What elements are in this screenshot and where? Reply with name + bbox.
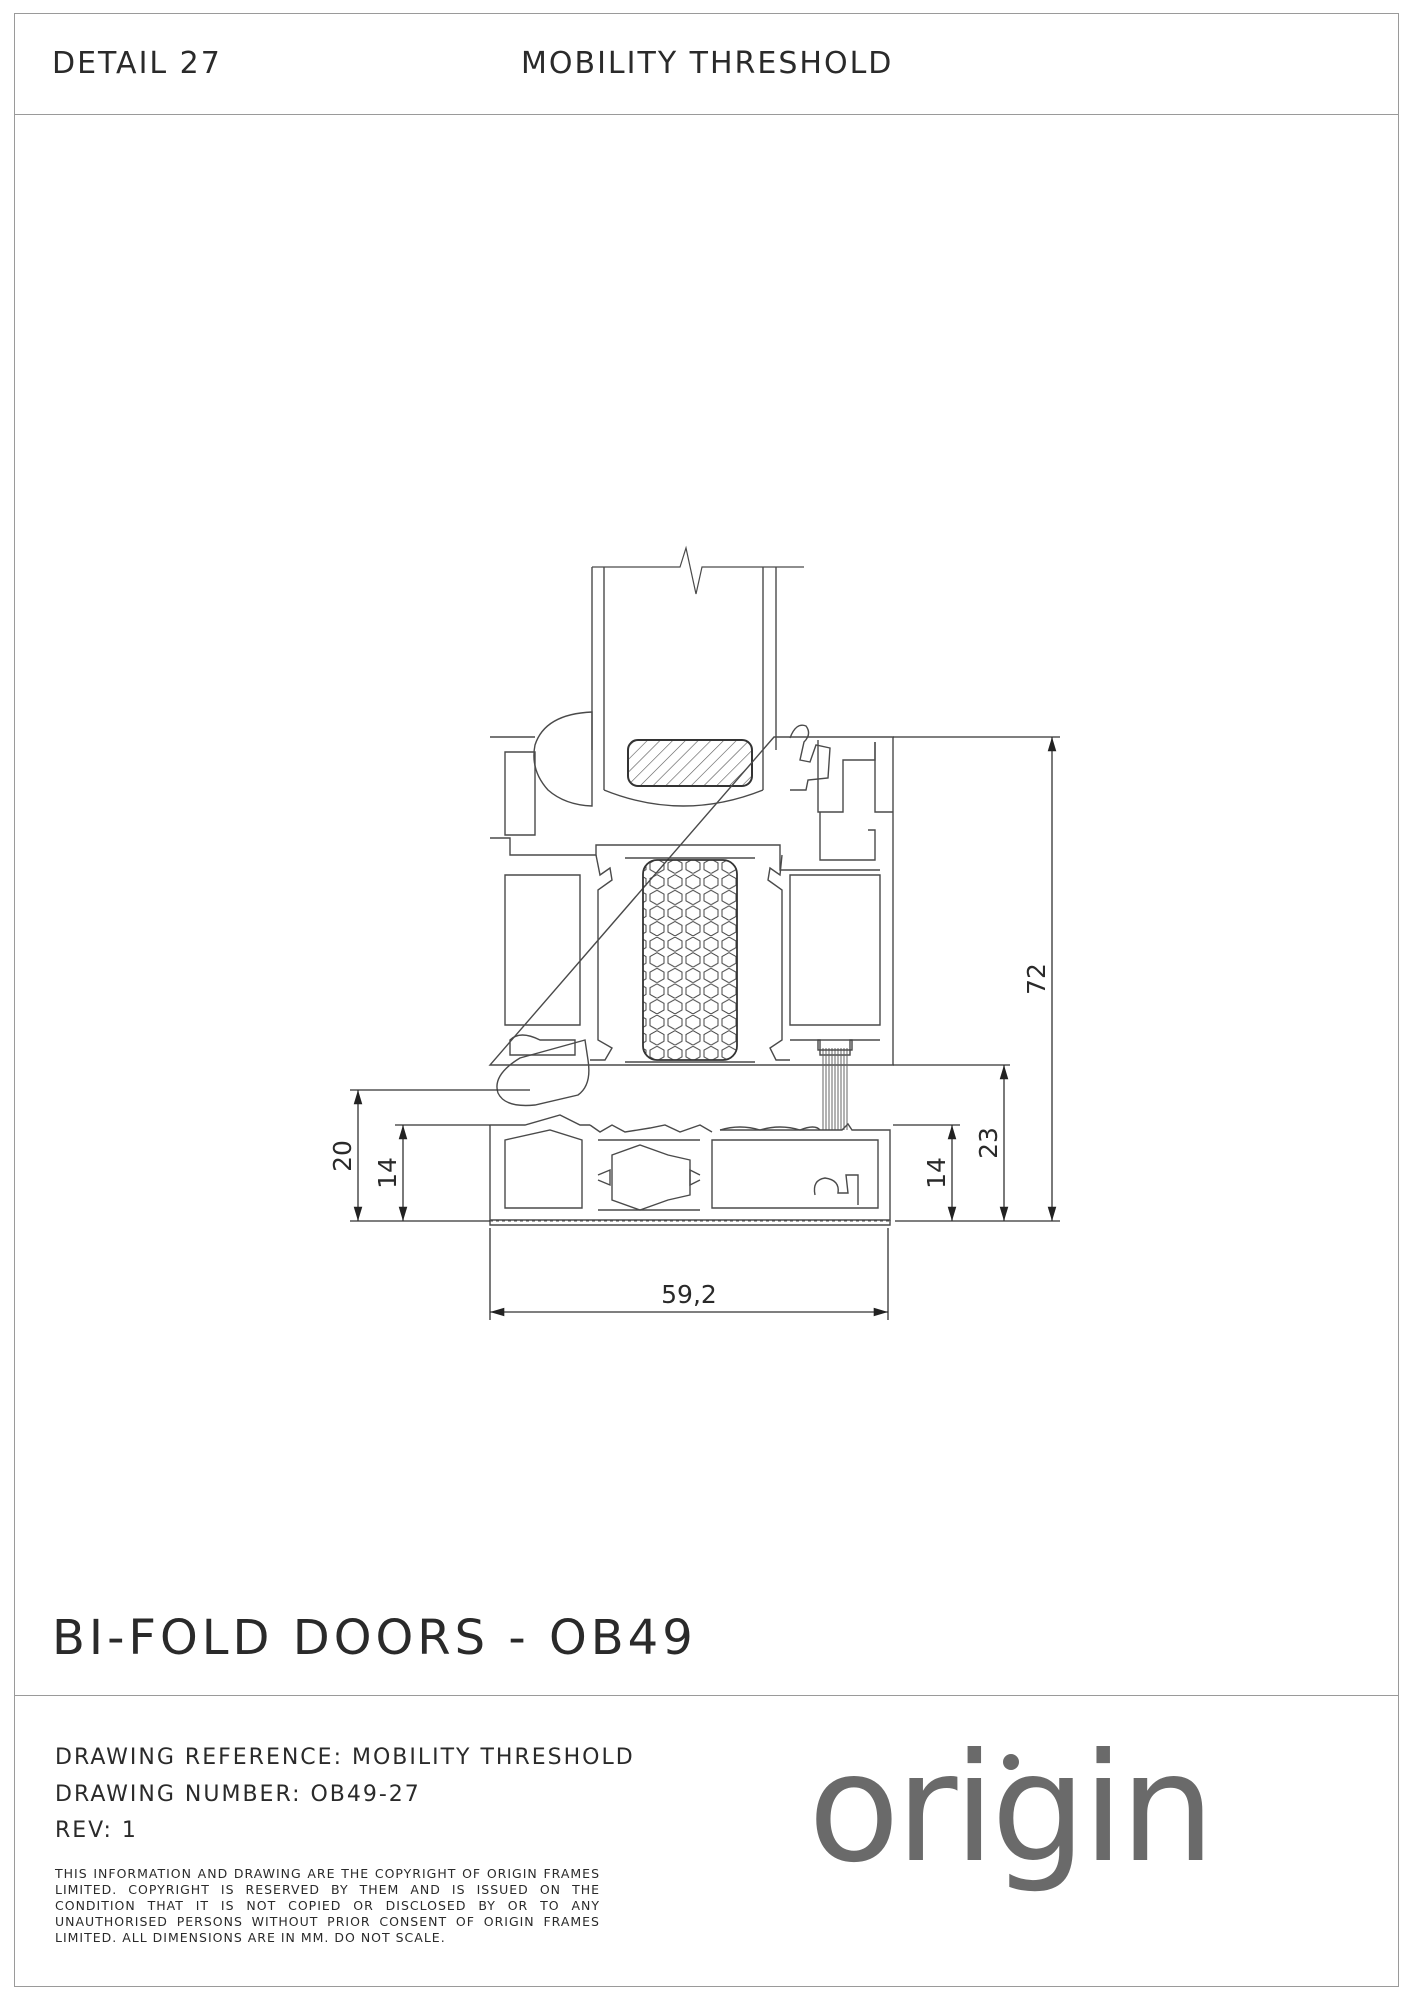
dim-right-inner: 14 bbox=[922, 1157, 951, 1189]
detail-title: MOBILITY THRESHOLD bbox=[521, 46, 894, 81]
spacer-bar bbox=[627, 739, 753, 787]
origin-logo: origin bbox=[808, 1740, 1215, 1896]
dim-overall-height: 72 bbox=[1022, 963, 1051, 995]
dim-width: 59,2 bbox=[661, 1280, 717, 1309]
glazing-bead bbox=[533, 711, 593, 807]
glazing-gasket bbox=[789, 724, 831, 791]
revision: REV: 1 bbox=[55, 1818, 138, 1843]
thermal-insert bbox=[642, 859, 738, 1061]
product-title: BI-FOLD DOORS - OB49 bbox=[52, 1610, 697, 1666]
drawing-reference: DRAWING REFERENCE: MOBILITY THRESHOLD bbox=[55, 1745, 635, 1770]
glass-unit bbox=[591, 545, 804, 807]
dim-right-outer: 23 bbox=[974, 1127, 1003, 1159]
threshold-profile bbox=[489, 1114, 891, 1226]
brush-seal bbox=[817, 1039, 853, 1130]
detail-number: DETAIL 27 bbox=[52, 46, 222, 81]
copyright-notice: THIS INFORMATION AND DRAWING ARE THE COP… bbox=[55, 1866, 600, 1945]
drawing-number: DRAWING NUMBER: OB49-27 bbox=[55, 1782, 421, 1807]
section-drawing: 59,2 72 23 14 20 14 bbox=[328, 545, 1060, 1320]
dim-left-inner: 14 bbox=[373, 1157, 402, 1189]
logo-text: origin bbox=[808, 1740, 1211, 1896]
header-divider bbox=[14, 114, 1399, 115]
drawing-sheet-border bbox=[14, 13, 1399, 1987]
dim-left-outer: 20 bbox=[328, 1140, 357, 1172]
weather-deflector bbox=[496, 1039, 590, 1107]
footer-divider bbox=[14, 1695, 1399, 1696]
